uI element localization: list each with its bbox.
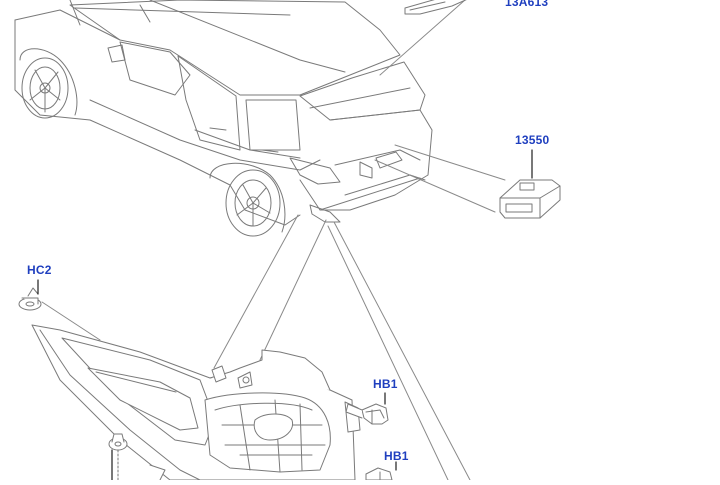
bolt-lower (365, 467, 393, 481)
callout-HC2[interactable]: HC2 (27, 263, 52, 277)
washer-left (108, 433, 128, 481)
license-lamp-part (499, 179, 561, 219)
vehicle-outline (14, 0, 433, 237)
bolt-upper (345, 403, 389, 425)
callout-13550[interactable]: 13550 (515, 133, 550, 147)
callout-ticks (37, 149, 533, 481)
clip-fastener (18, 287, 42, 311)
high-mount-stop-lamp-part (404, 0, 467, 15)
tail-lamp-assembly (31, 324, 361, 481)
callout-13A613[interactable]: 13A613 (505, 0, 549, 9)
callout-HB1-upper[interactable]: HB1 (373, 377, 398, 391)
leader-lines (41, 0, 506, 481)
callout-HB1-lower[interactable]: HB1 (384, 449, 409, 463)
